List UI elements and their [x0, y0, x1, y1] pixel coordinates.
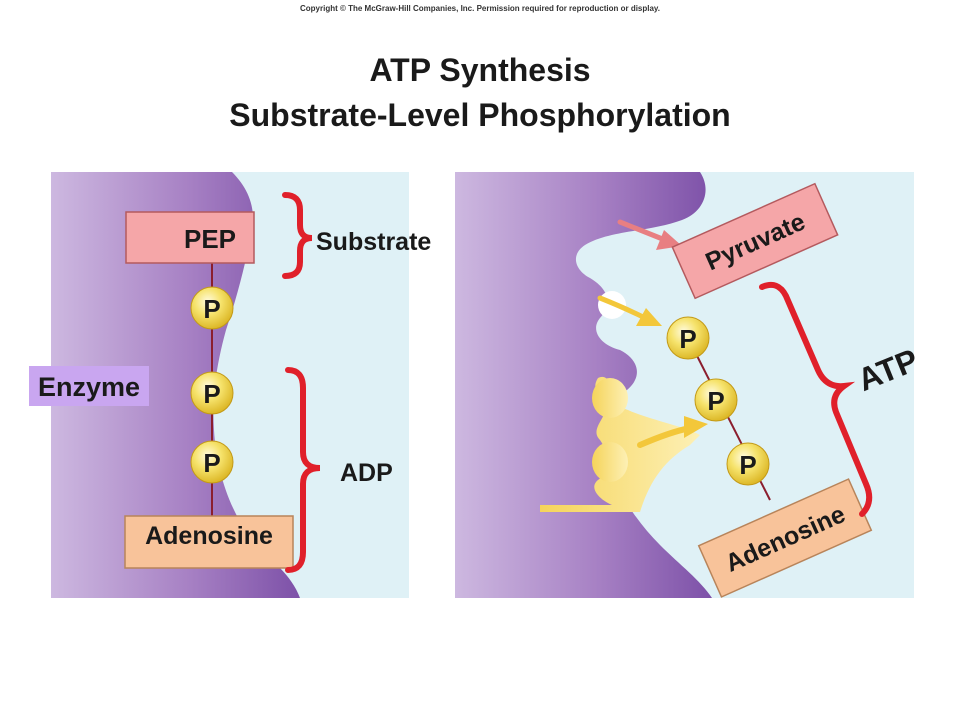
enzyme-label: Enzyme — [38, 372, 140, 402]
right-adenosine-group: Adenosine — [697, 478, 873, 598]
left-phosphate-3: P — [190, 440, 234, 484]
enzyme-label-bg — [29, 366, 149, 406]
substrate-bracket — [282, 192, 313, 279]
right-phosphate-2-label: P — [707, 386, 724, 416]
right-phosphate-1-label: P — [679, 324, 696, 354]
right-enzyme-shape — [455, 172, 712, 598]
left-phosphate-1-label: P — [203, 294, 220, 324]
right-phosphate-2: P — [694, 378, 738, 422]
left-phosphate-2-label: P — [203, 379, 220, 409]
right-phosphate-3-label: P — [739, 450, 756, 480]
pep-label: PEP — [184, 224, 236, 254]
substrate-binding-site — [540, 376, 700, 512]
adp-label: ADP — [340, 459, 393, 487]
left-phosphate-3-label: P — [203, 448, 220, 478]
pep-box — [125, 211, 255, 264]
left-phosphate-2: P — [190, 371, 234, 415]
right-phosphate-1: P — [666, 316, 710, 360]
left-adenosine-box — [124, 515, 294, 569]
binding-lobe-lower — [592, 442, 628, 482]
atp-bracket — [759, 281, 873, 517]
adp-bracket — [285, 367, 321, 573]
phosphate-transfer-arrow — [597, 295, 662, 326]
left-enzyme-shape — [51, 172, 300, 598]
title-line-1: ATP Synthesis — [369, 52, 591, 88]
adp-binding-arrow — [637, 416, 708, 448]
pyruvate-box — [671, 182, 839, 300]
copyright-notice: Copyright © The McGraw-Hill Companies, I… — [299, 4, 661, 13]
left-adenosine-label: Adenosine — [145, 522, 273, 550]
binding-lobe-upper — [592, 378, 628, 418]
substrate-label: Substrate — [316, 228, 431, 256]
right-phosphate-3: P — [726, 442, 770, 486]
title-line-2: Substrate-Level Phosphorylation — [229, 97, 731, 133]
left-phosphate-1: P — [190, 286, 234, 330]
right-adenosine-box — [697, 478, 873, 598]
